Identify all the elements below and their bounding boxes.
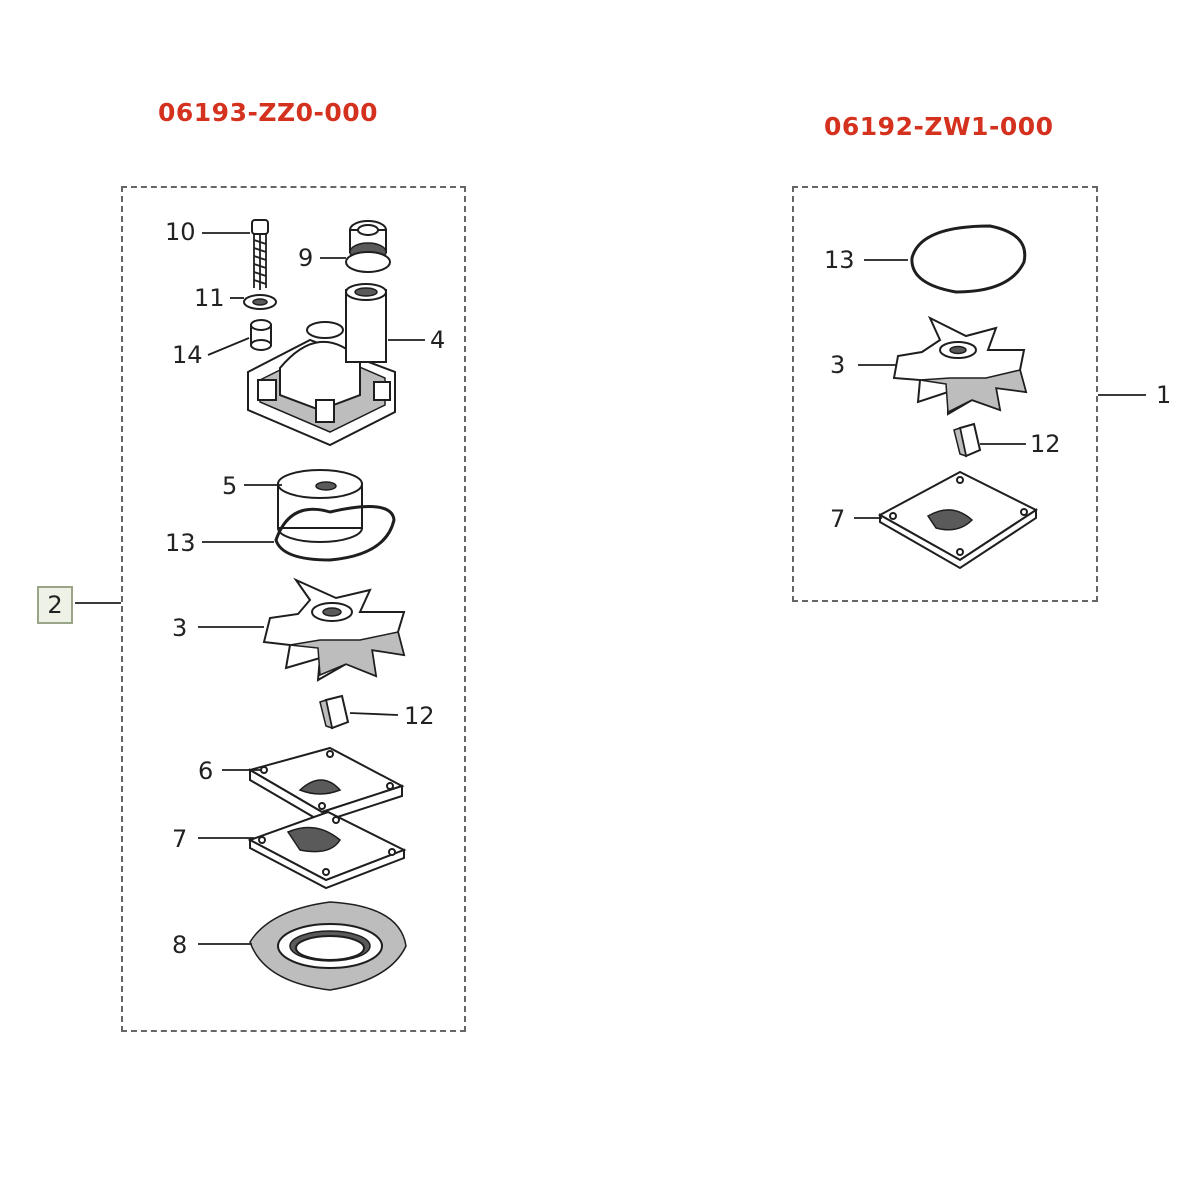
callout-collar: 14 xyxy=(172,341,203,369)
base-gasket-part xyxy=(249,901,407,991)
right-oring-part xyxy=(910,224,1027,294)
left-oring-part xyxy=(274,505,396,562)
right-kit-box xyxy=(792,186,1098,602)
bolt-part xyxy=(251,219,269,290)
callout-left-gasket: 7 xyxy=(172,825,188,853)
callout-right-key: 12 xyxy=(1030,430,1061,458)
left-impeller-part xyxy=(262,577,406,682)
callout-left-oring: 13 xyxy=(165,529,196,557)
callout-right-gasket: 7 xyxy=(830,505,846,533)
right-kit-part-number: 06192-ZW1-000 xyxy=(824,112,1054,141)
callout-bolt: 10 xyxy=(165,218,196,246)
left-key-part xyxy=(319,694,350,730)
callout-plate: 6 xyxy=(198,757,214,785)
callout-liner: 5 xyxy=(222,472,238,500)
callout-right-oring: 13 xyxy=(824,246,855,274)
callout-washer: 11 xyxy=(194,284,225,312)
left-kit-part-number: 06193-ZZ0-000 xyxy=(158,98,379,127)
callout-right-impeller: 3 xyxy=(830,351,846,379)
callout-left-impeller: 3 xyxy=(172,614,188,642)
left-gasket-part xyxy=(247,810,407,890)
pump-housing-part xyxy=(247,283,396,447)
right-gasket-part xyxy=(877,470,1038,570)
callout-base-gasket: 8 xyxy=(172,931,188,959)
plug-part xyxy=(345,220,391,273)
washer-part xyxy=(243,294,277,310)
collar-part xyxy=(250,319,272,351)
right-key-part xyxy=(953,422,982,458)
callout-left-key: 12 xyxy=(404,702,435,730)
liner-part xyxy=(277,469,363,543)
callout-plug: 9 xyxy=(298,244,314,272)
right-kit-callout: 1 xyxy=(1156,381,1172,409)
callout-housing: 4 xyxy=(430,326,446,354)
left-kit-box xyxy=(121,186,466,1032)
right-impeller-part xyxy=(892,315,1028,416)
left-kit-callout: 2 xyxy=(37,586,73,624)
plate-part xyxy=(247,746,405,824)
